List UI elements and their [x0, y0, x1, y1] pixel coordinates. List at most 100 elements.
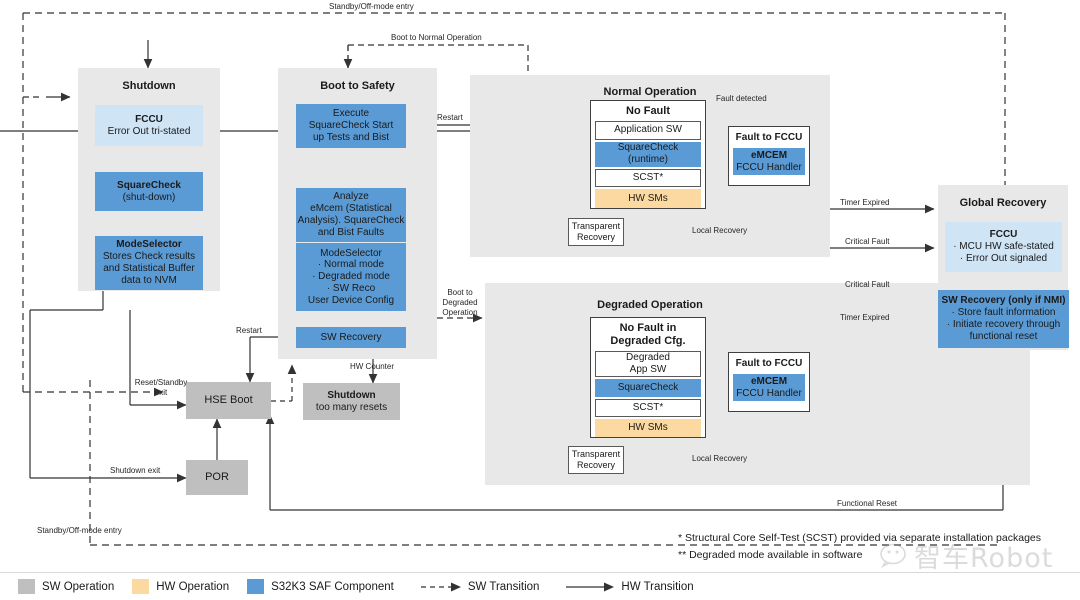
label-reset-standby-exit-l0: Reset/Standby: [134, 378, 188, 387]
label-restart-hse: Restart: [236, 326, 262, 335]
bts-execute-box[interactable]: Execute SquareCheck Start up Tests and B…: [296, 104, 406, 148]
degraded-fault-to-fccu-emcem[interactable]: eMCEM FCCU Handler: [733, 373, 805, 402]
degraded-row-hw-sms[interactable]: HW SMs: [595, 418, 701, 437]
label-functional-reset: Functional Reset: [837, 499, 898, 508]
degraded-row-scst[interactable]: SCST*: [595, 398, 701, 417]
por-box[interactable]: POR: [186, 460, 248, 495]
bts-execute-line-1: SquareCheck Start: [308, 120, 394, 132]
label-boot-to-normal: Boot to Normal Operation: [391, 33, 482, 42]
bts-analyze-line-3: and Bist Faults: [317, 226, 385, 238]
panel-degraded-operation-title: Degraded Operation: [597, 299, 703, 311]
legend-chip-saf-component: [247, 579, 265, 594]
degraded-row-squarecheck[interactable]: SquareCheck: [595, 378, 701, 397]
shutdown-fccu-line-0: Error Out tri-stated: [107, 125, 191, 137]
hse-boot-box[interactable]: HSE Boot: [186, 382, 271, 419]
bts-ms-line-3: · SW Reco: [326, 282, 376, 294]
legend-dashed-arrow-icon: [420, 582, 461, 591]
degraded-transparent-recovery-l1: Recovery: [576, 460, 615, 470]
normal-fault-to-fccu-emcem[interactable]: eMCEM FCCU Handler: [733, 147, 805, 176]
global-sw-recovery-line-1: · Initiate recovery through: [946, 319, 1061, 330]
normal-row-squarecheck[interactable]: SquareCheck (runtime): [595, 141, 701, 167]
panel-shutdown-title: Shutdown: [122, 80, 176, 92]
normal-row-scst[interactable]: SCST*: [595, 168, 701, 188]
normal-local-recovery-label: Local Recovery: [692, 226, 748, 235]
legend-label-hw-operation: HW Operation: [156, 580, 230, 593]
legend-item-sw-operation: SW Operation: [18, 579, 114, 594]
degraded-no-fault-header-l0: No Fault in: [619, 322, 677, 334]
degraded-row-scst-label: SCST*: [632, 401, 664, 413]
shutdown-modeselector-line-0: Stores Check results: [102, 251, 196, 263]
degraded-no-fault-header-l1: Degraded Cfg.: [610, 334, 686, 347]
degraded-row-app-sw[interactable]: Degraded App SW: [595, 350, 701, 377]
label-boot-to-degraded: Boot to Degraded Operation: [432, 288, 488, 318]
bts-modeselector-box[interactable]: ModeSelector · Normal mode · Degraded mo…: [296, 243, 406, 311]
panel-normal-operation-title: Normal Operation: [603, 86, 697, 98]
shutdown-modeselector-box[interactable]: ModeSelector Stores Check results and St…: [95, 236, 203, 290]
degraded-row-hw-sms-label: HW SMs: [628, 422, 668, 434]
legend-label-sw-transition: SW Transition: [467, 580, 540, 593]
label-standby-off-bottom: Standby/Off-mode entry: [37, 526, 122, 535]
degraded-emcem-badge: eMCEM: [750, 375, 788, 387]
hse-boot-label: HSE Boot: [204, 394, 253, 407]
legend-item-hw-operation: HW Operation: [132, 579, 229, 594]
normal-row-application-sw[interactable]: Application SW: [595, 120, 701, 140]
legend-chip-hw-operation: [132, 579, 150, 594]
normal-no-fault-box[interactable]: No Fault Application SW SquareCheck (run…: [590, 100, 706, 209]
panel-boot-to-safety-title: Boot to Safety: [320, 80, 395, 92]
normal-row-hw-sms[interactable]: HW SMs: [595, 189, 701, 209]
por-label: POR: [205, 471, 229, 484]
degraded-no-fault-box[interactable]: No Fault in Degraded Cfg. Degraded App S…: [590, 317, 706, 438]
degraded-row-app-sw-l0: Degraded: [626, 352, 670, 364]
normal-fault-detected-label: Fault detected: [716, 94, 767, 103]
legend-item-saf-component: S32K3 SAF Component: [247, 579, 394, 594]
footnote-1: * Structural Core Self-Test (SCST) provi…: [678, 532, 1041, 544]
shutdown-resets-title: Shutdown: [327, 389, 376, 401]
shutdown-squarecheck-line-0: (shut-down): [122, 191, 176, 203]
legend-label-saf-component: S32K3 SAF Component: [271, 580, 394, 593]
label-hw-counter: HW Counter: [350, 362, 395, 371]
bts-sw-recovery-box[interactable]: SW Recovery: [296, 327, 406, 348]
global-fccu-title: FCCU: [989, 229, 1018, 241]
degraded-emcem-sub: FCCU Handler: [736, 387, 802, 399]
panel-global-recovery-title: Global Recovery: [959, 197, 1047, 209]
normal-emcem-sub: FCCU Handler: [736, 161, 802, 173]
normal-fault-to-fccu-box[interactable]: Fault to FCCU eMCEM FCCU Handler: [728, 126, 810, 186]
shutdown-squarecheck-title: SquareCheck: [117, 179, 181, 191]
normal-fault-to-fccu-header: Fault to FCCU: [735, 132, 803, 143]
degraded-local-recovery-label: Local Recovery: [692, 454, 748, 463]
normal-transparent-recovery-l1: Recovery: [576, 232, 615, 242]
legend-solid-arrow-icon: [566, 582, 615, 591]
degraded-fault-to-fccu-box[interactable]: Fault to FCCU eMCEM FCCU Handler: [728, 352, 810, 412]
shutdown-too-many-resets-box[interactable]: Shutdown too many resets: [303, 383, 400, 420]
normal-row-squarecheck-label: SquareCheck: [617, 142, 679, 154]
normal-row-application-sw-label: Application SW: [614, 124, 682, 136]
global-recovery-sw-recovery-box[interactable]: SW Recovery (only if NMI) · Store fault …: [938, 290, 1069, 348]
shutdown-fccu-box[interactable]: FCCU Error Out tri-stated: [95, 105, 203, 146]
footnote-2: ** Degraded mode available in software: [678, 549, 863, 561]
label-critical-fault-2: Critical Fault: [845, 280, 890, 289]
global-sw-recovery-title: SW Recovery (only if NMI): [941, 295, 1066, 307]
legend-label-hw-transition: HW Transition: [621, 580, 694, 593]
label-boot-to-degraded-l1: Degraded: [442, 298, 478, 307]
degraded-transparent-recovery-l0: Transparent: [571, 449, 621, 460]
bts-ms-line-0: ModeSelector: [320, 247, 382, 259]
bts-ms-line-1: · Normal mode: [317, 259, 385, 271]
shutdown-modeselector-line-2: data to NVM: [121, 274, 177, 286]
shutdown-fccu-title: FCCU: [135, 113, 163, 125]
bts-analyze-line-2: Analysis). SquareCheck: [297, 215, 405, 226]
bts-ms-line-4: User Device Config: [307, 294, 395, 306]
global-recovery-fccu-box[interactable]: FCCU · MCU HW safe-stated · Error Out si…: [945, 222, 1062, 272]
bts-analyze-line-1: eMcem (Statistical: [310, 203, 392, 215]
legend-item-sw-transition: SW Transition: [420, 580, 540, 593]
global-sw-recovery-line-0: · Store fault information: [951, 307, 1056, 319]
normal-no-fault-header: No Fault: [626, 105, 670, 117]
shutdown-squarecheck-box[interactable]: SquareCheck (shut-down): [95, 172, 203, 211]
label-standby-off-top: Standby/Off-mode entry: [329, 2, 414, 11]
degraded-row-app-sw-l1: App SW: [629, 363, 667, 375]
label-boot-to-degraded-l0: Boot to: [447, 288, 473, 297]
label-reset-standby-exit-l1: exit: [154, 388, 168, 397]
legend: SW Operation HW Operation S32K3 SAF Comp…: [0, 572, 1080, 600]
bts-analyze-box[interactable]: Analyze eMcem (Statistical Analysis). Sq…: [296, 188, 406, 242]
shutdown-resets-sub: too many resets: [315, 401, 388, 413]
